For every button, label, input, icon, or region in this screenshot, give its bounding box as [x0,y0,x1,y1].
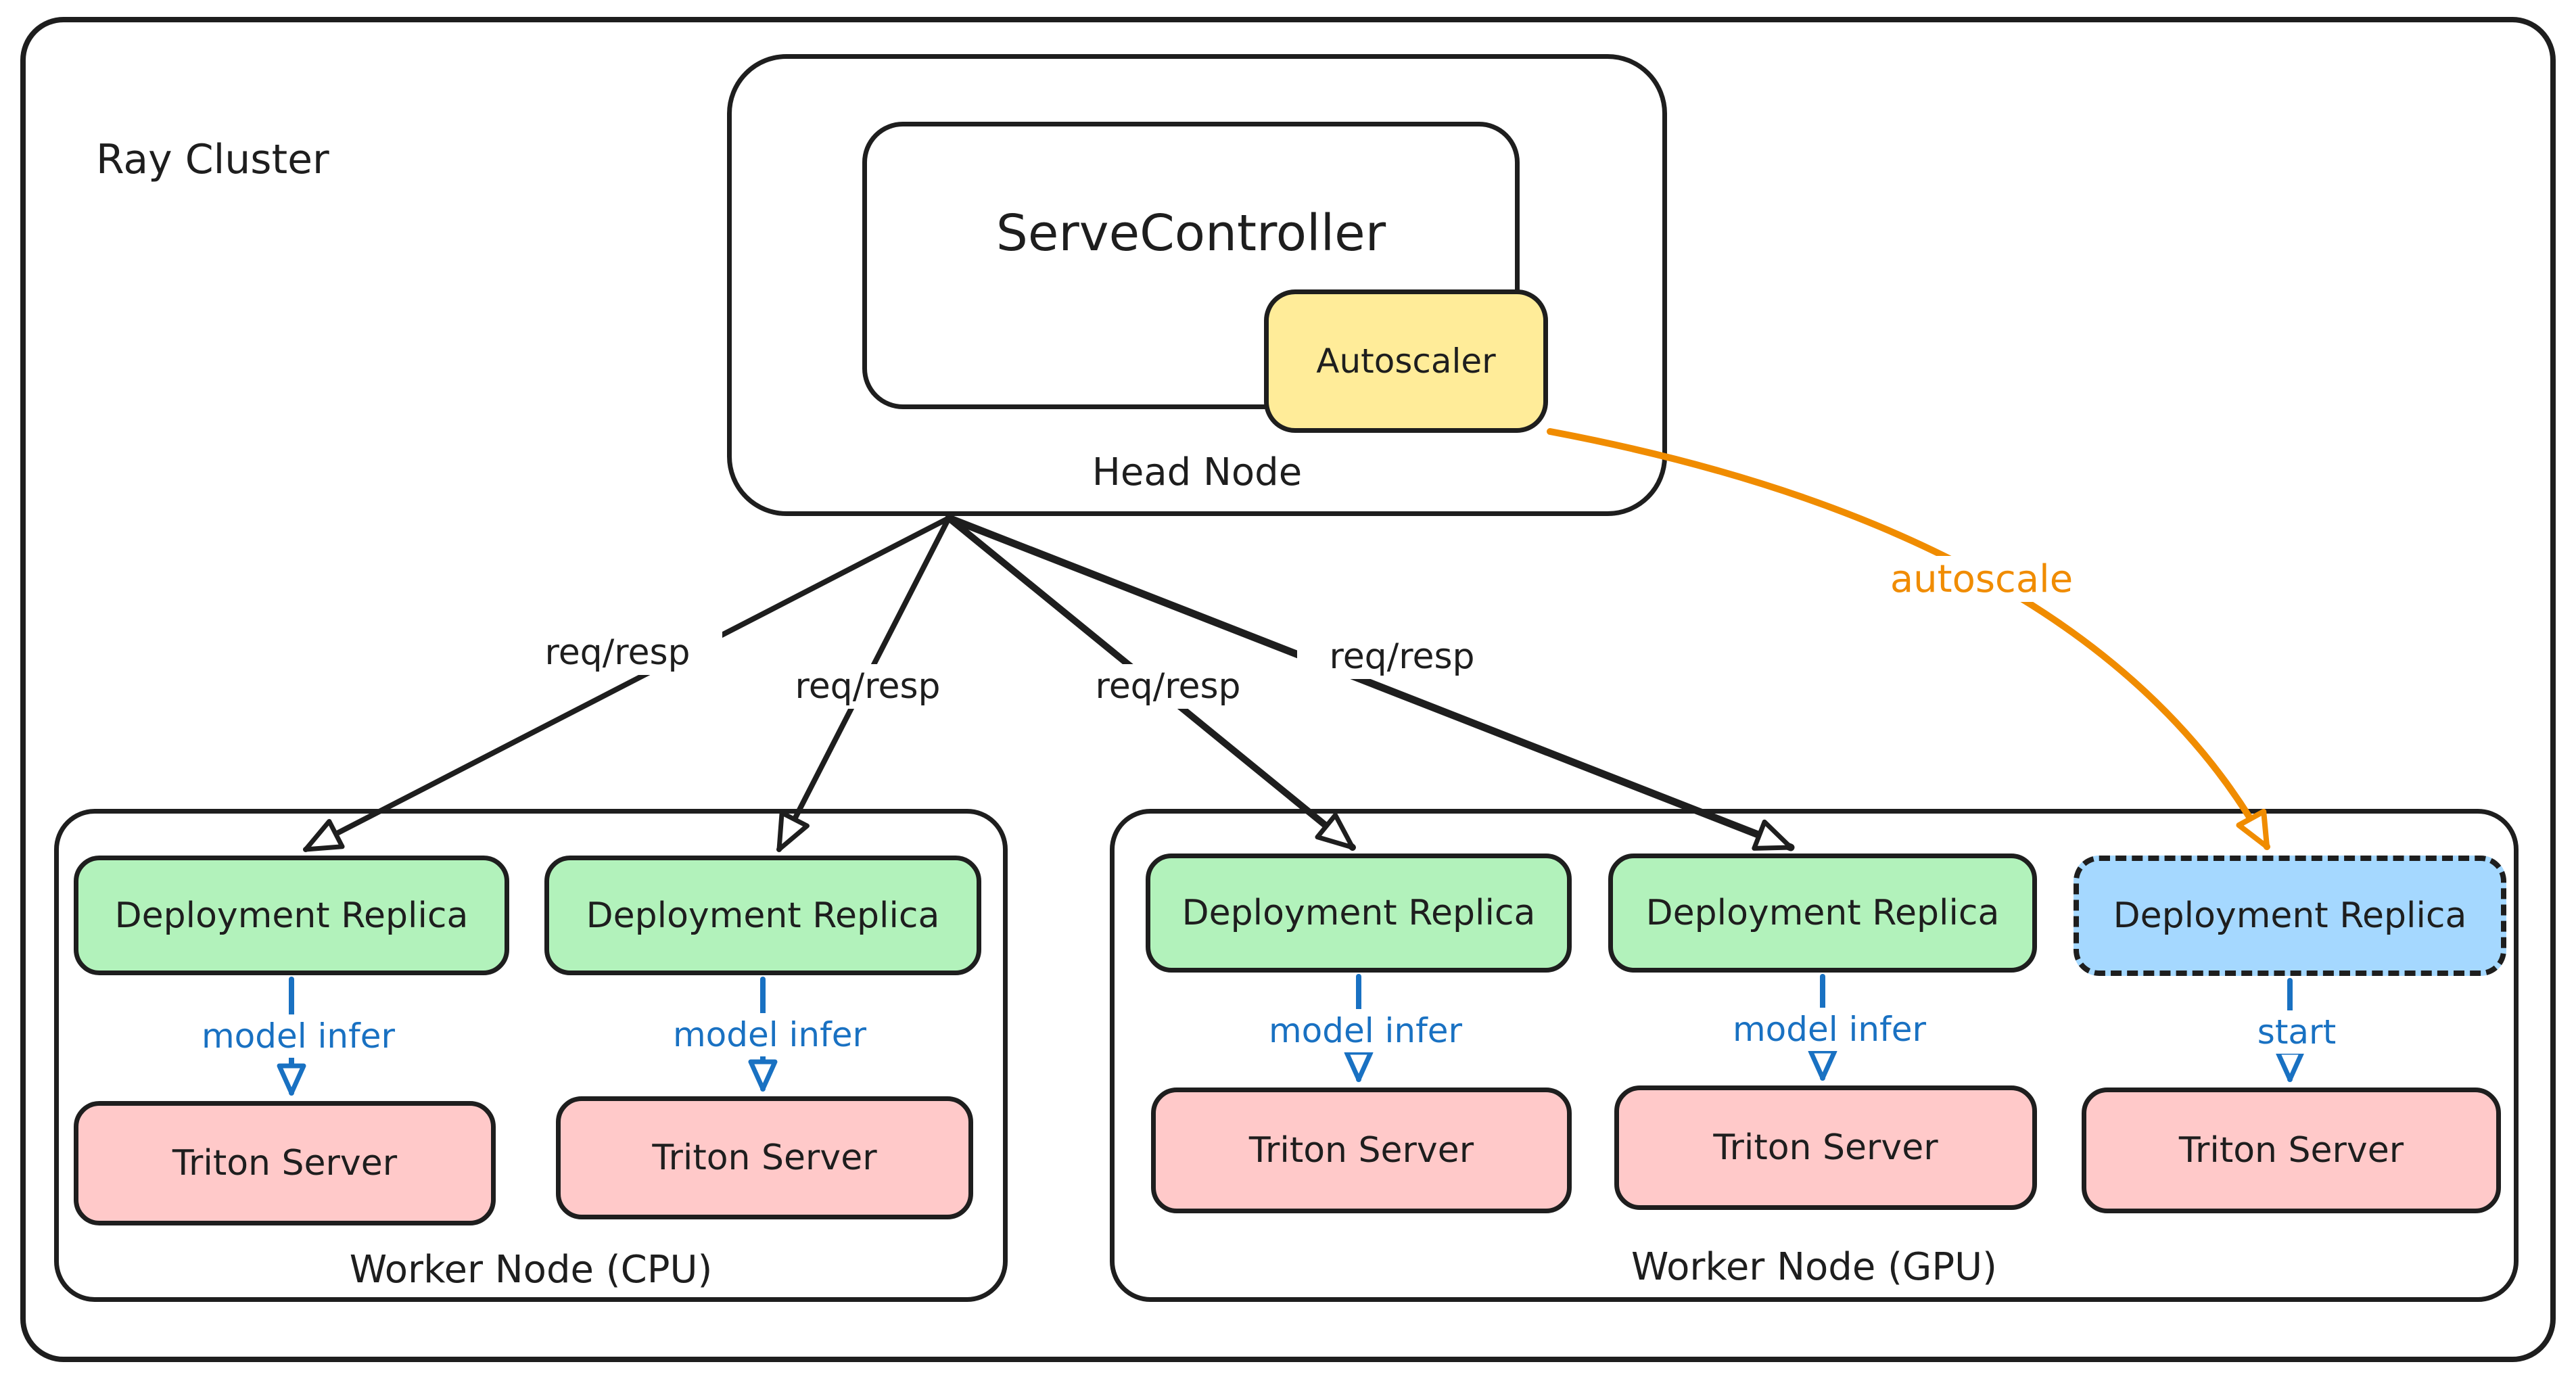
deployment-replica-box: Deployment Replica [544,856,981,975]
worker-node-cpu-label: Worker Node (CPU) [349,1247,713,1292]
deployment-replica-label: Deployment Replica [114,895,469,936]
triton-server-label: Triton Server [2178,1130,2404,1171]
triton-server-label: Triton Server [652,1138,877,1178]
triton-server-box: Triton Server [2082,1088,2501,1213]
head-node-box [727,54,1667,516]
req-resp-label: req/resp [1297,634,1507,679]
head-node-label: Head Node [1092,450,1303,494]
deployment-replica-label: Deployment Replica [1181,893,1536,933]
pending-deployment-replica-box: Deployment Replica [2074,856,2506,976]
triton-server-label: Triton Server [172,1143,398,1184]
ray-cluster-box [20,17,2556,1362]
req-resp-label: req/resp [763,664,973,709]
triton-server-box: Triton Server [556,1096,973,1219]
deployment-replica-label: Deployment Replica [2113,895,2467,936]
model-infer-label: model infer [1714,1008,1944,1051]
req-resp-label: req/resp [513,630,722,675]
autoscale-label: autoscale [1873,556,2090,602]
deployment-replica-label: Deployment Replica [1645,893,2000,933]
triton-server-label: Triton Server [1713,1127,1938,1168]
model-infer-label: model infer [183,1014,413,1058]
deployment-replica-label: Deployment Replica [586,895,940,936]
deployment-replica-box: Deployment Replica [1608,854,2037,973]
triton-server-box: Triton Server [1614,1085,2037,1210]
triton-server-label: Triton Server [1248,1130,1474,1171]
model-infer-label: model infer [1250,1009,1480,1052]
autoscaler-label: Autoscaler [1316,342,1496,381]
deployment-replica-box: Deployment Replica [74,856,509,975]
deployment-replica-box: Deployment Replica [1146,854,1572,973]
req-resp-label: req/resp [1063,664,1273,709]
start-label: start [2229,1010,2364,1054]
ray-cluster-label: Ray Cluster [96,136,329,183]
serve-controller-label: ServeController [996,204,1386,262]
model-infer-label: model infer [655,1013,885,1056]
autoscaler-box [1264,289,1548,433]
worker-node-gpu-label: Worker Node (GPU) [1631,1244,1997,1289]
triton-server-box: Triton Server [74,1101,496,1225]
triton-server-box: Triton Server [1151,1088,1572,1213]
